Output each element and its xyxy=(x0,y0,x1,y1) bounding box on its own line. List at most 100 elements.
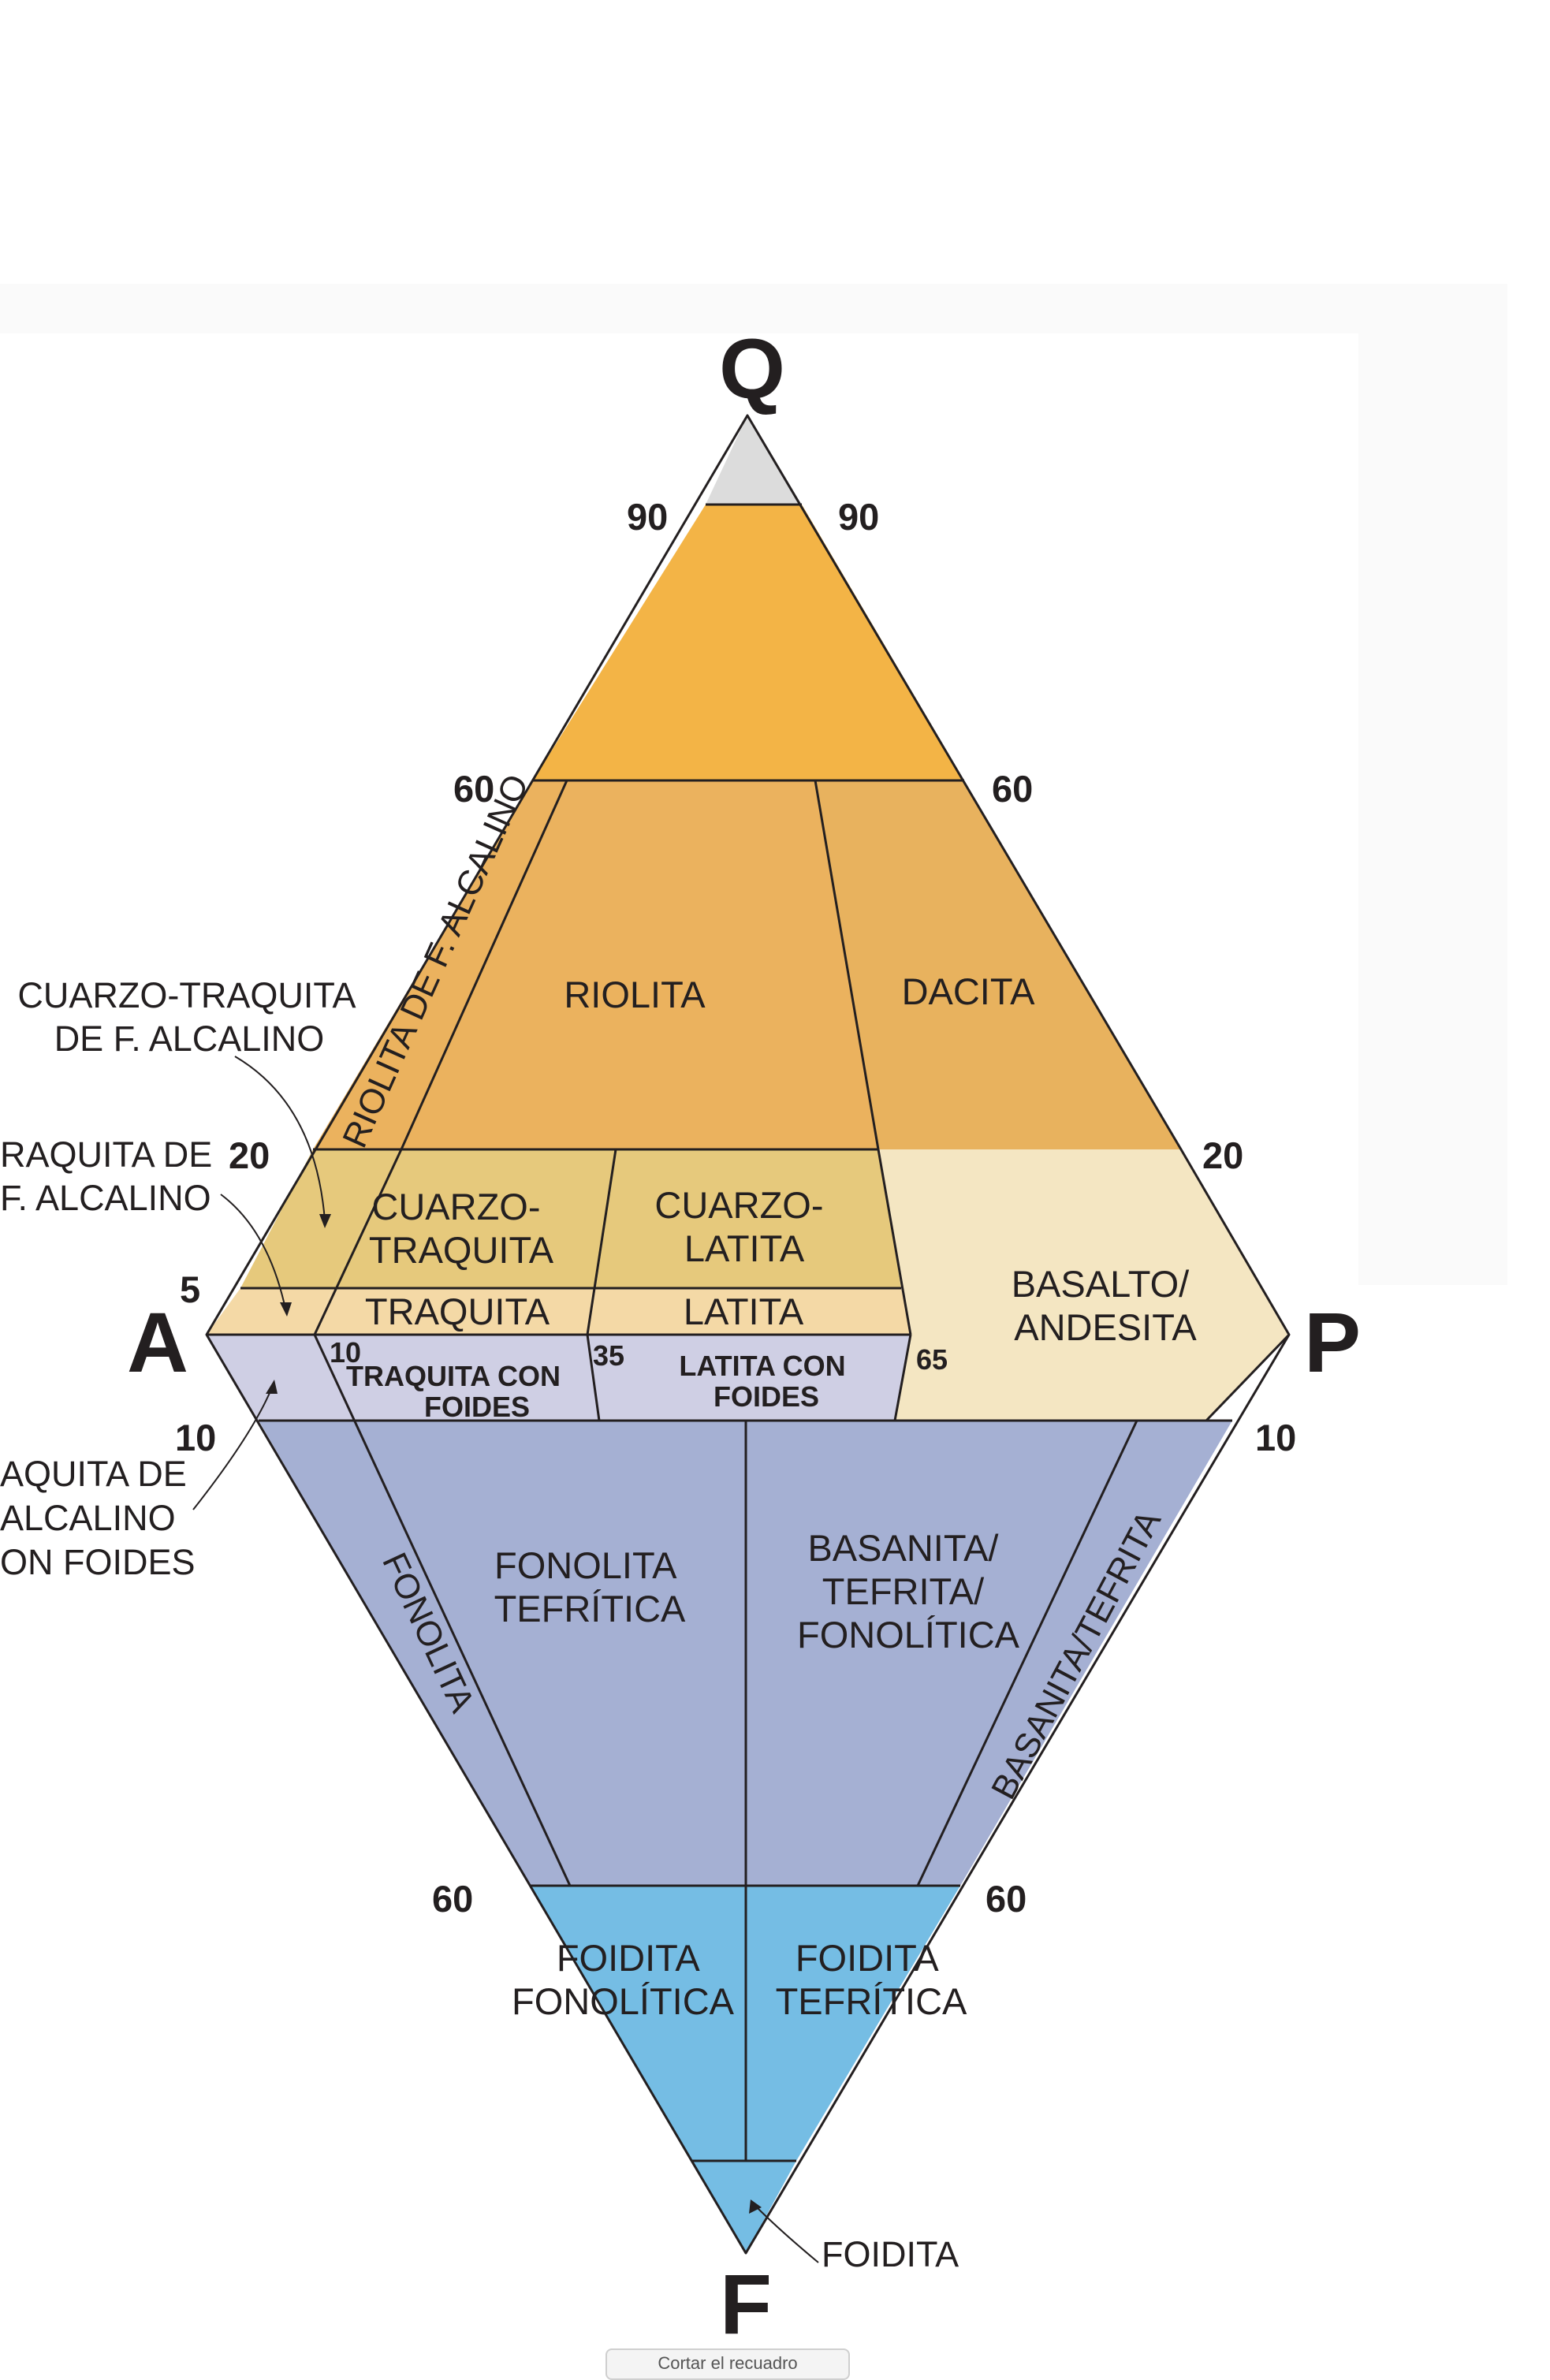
field-traquita xyxy=(315,1288,596,1335)
label-basanita-line3: FONOLÍTICA xyxy=(797,1614,1020,1656)
label-foidita-tefritica-line1: FOIDITA xyxy=(795,1937,940,1979)
callout-traquita-alcalino-foides-line2: ALCALINO xyxy=(0,1498,176,1538)
label-fonolita-tefritica-line2: TEFRÍTICA xyxy=(494,1588,686,1629)
boundary-lines xyxy=(205,414,1291,2255)
field-riolita-alcalino xyxy=(313,780,567,1149)
corner-a: A xyxy=(127,1294,188,1390)
tick-q60-right: 60 xyxy=(992,768,1033,810)
label-basalto-andesita-line1: BASALTO/ xyxy=(1012,1263,1190,1305)
label-foidita-tefritica: FOIDITA TEFRÍTICA xyxy=(776,1937,967,2022)
label-foidita-fonolitica: FOIDITA FONOLÍTICA xyxy=(512,1937,735,2022)
callout-arrowheads xyxy=(266,1214,762,2214)
label-traquita: TRAQUITA xyxy=(365,1291,550,1332)
callout-traquita-alcalino-line2: F. ALCALINO xyxy=(0,1178,211,1218)
field-basanita-tefrita xyxy=(918,1421,1232,1886)
crop-tab-button[interactable]: Cortar el recuadro xyxy=(605,2348,850,2380)
tick-ap65: 65 xyxy=(916,1343,948,1376)
arrowhead-foidita xyxy=(749,2199,762,2214)
callout-traquita-alcalino-foides-line3: ON FOIDES xyxy=(0,1542,196,1582)
field-polygons xyxy=(207,415,1289,2253)
field-fonolita xyxy=(259,1421,570,1886)
leader-traquita-alcalino xyxy=(220,1194,286,1309)
label-cuarzo-traquita-line1: CUARZO- xyxy=(371,1186,540,1227)
field-latita-con-foides xyxy=(587,1335,911,1421)
leader-traquita-alcalino-foides xyxy=(192,1387,273,1510)
tick-f10-right: 10 xyxy=(1255,1417,1296,1458)
label-traquita-con-foides-line1: TRAQUITA CON xyxy=(346,1360,561,1392)
tick-q90-left: 90 xyxy=(627,496,668,538)
label-riolita: RIOLITA xyxy=(564,974,706,1015)
corner-f: F xyxy=(720,2256,772,2352)
label-latita-con-foides-line2: FOIDES xyxy=(714,1380,819,1413)
field-traquita-alcalino-foides xyxy=(207,1335,353,1421)
corner-q: Q xyxy=(719,321,785,416)
field-foidita-tefritica xyxy=(746,1886,960,2161)
label-foidita-tefritica-line2: TEFRÍTICA xyxy=(776,1980,967,2022)
tick-f60-right: 60 xyxy=(986,1878,1027,1920)
field-foidita-fonolitica xyxy=(530,1886,746,2161)
callout-traquita-alcalino: RAQUITA DE F. ALCALINO xyxy=(0,1134,222,1218)
callout-traquita-alcalino-foides: AQUITA DE ALCALINO ON FOIDES xyxy=(0,1454,196,1582)
line-basanita-tefrita xyxy=(916,1420,1138,1886)
label-cuarzo-latita: CUARZO- LATITA xyxy=(654,1184,833,1269)
field-cuarzo-traquita xyxy=(332,1149,616,1288)
tick-f60-left: 60 xyxy=(432,1878,473,1920)
field-quartzolite xyxy=(706,415,802,505)
label-basanita-tefrita-fonolitica: BASANITA/ TEFRITA/ FONOLÍTICA xyxy=(797,1527,1020,1656)
label-foidita-fonolitica-line2: FONOLÍTICA xyxy=(512,1980,735,2022)
field-dacita xyxy=(815,780,1181,1149)
field-basanita-tefrita-fonolitica xyxy=(746,1421,1137,1886)
callout-cuarzo-traquita-alcalino: CUARZO-TRAQUITA DE F. ALCALINO xyxy=(17,975,363,1059)
field-traquita-alcalino xyxy=(207,1288,332,1335)
label-latita-con-foides-line1: LATITA CON xyxy=(679,1350,845,1382)
label-cuarzo-latita-line2: LATITA xyxy=(684,1227,805,1269)
callout-leaders xyxy=(192,1056,819,2263)
field-cuarzo-traquita-alcalino xyxy=(240,1149,401,1288)
line-cq-traquita-latita xyxy=(586,1149,617,1335)
line-foides-10 xyxy=(313,1334,572,1886)
callout-traquita-alcalino-foides-line1: AQUITA DE xyxy=(0,1454,187,1494)
field-traquita-con-foides xyxy=(315,1335,599,1421)
label-cuarzo-traquita-line2: TRAQUITA xyxy=(369,1229,554,1271)
tick-q20-left: 20 xyxy=(229,1134,270,1176)
leader-cuarzo-traquita-alcalino xyxy=(234,1056,326,1221)
label-fonolita-tefritica: FONOLITA TEFRÍTICA xyxy=(494,1544,686,1629)
tick-q60-left: 60 xyxy=(453,768,494,810)
line-cq-traquita-alcalino xyxy=(313,1149,403,1335)
field-basalto-andesita xyxy=(878,1149,1289,1421)
field-cuarzo-latita xyxy=(596,1149,901,1288)
label-foidita-fonolitica-line1: FOIDITA xyxy=(557,1937,701,1979)
callout-cuarzo-traquita-alcalino-line1: CUARZO-TRAQUITA xyxy=(17,975,356,1015)
line-riolita-alcalino xyxy=(400,780,568,1150)
label-latita-con-foides: LATITA CON FOIDES xyxy=(679,1350,853,1413)
label-cuarzo-latita-line1: CUARZO- xyxy=(654,1184,823,1226)
field-latita xyxy=(587,1288,911,1335)
tick-ap35: 35 xyxy=(593,1339,624,1372)
label-basanita-line2: TEFRITA/ xyxy=(822,1570,985,1612)
field-fonolita-tefritica xyxy=(353,1421,746,1886)
tick-ap10: 10 xyxy=(330,1336,361,1369)
line-basalto-notch xyxy=(1205,1333,1291,1422)
field-q90-60 xyxy=(533,505,964,780)
arrowhead-traquita-alcalino-foides xyxy=(266,1380,278,1394)
tick-f10-left: 10 xyxy=(175,1417,216,1458)
label-latita: LATITA xyxy=(684,1291,804,1332)
callout-foidita: FOIDITA xyxy=(822,2234,959,2274)
tick-q5-left: 5 xyxy=(180,1268,200,1310)
label-cuarzo-traquita: CUARZO- TRAQUITA xyxy=(369,1186,554,1271)
label-basalto-andesita-line2: ANDESITA xyxy=(1014,1306,1197,1348)
label-traquita-con-foides: TRAQUITA CON FOIDES xyxy=(346,1360,568,1423)
label-basanita-line1: BASANITA/ xyxy=(807,1527,999,1569)
tick-q90-right: 90 xyxy=(838,496,879,538)
label-traquita-con-foides-line2: FOIDES xyxy=(424,1391,530,1423)
label-fonolita-tefritica-line1: FONOLITA xyxy=(494,1544,677,1586)
callout-cuarzo-traquita-alcalino-line2: DE F. ALCALINO xyxy=(54,1019,325,1059)
leader-foidita xyxy=(756,2207,819,2263)
callout-traquita-alcalino-line1: RAQUITA DE xyxy=(0,1134,212,1175)
field-foidita xyxy=(692,2161,796,2253)
arrowhead-cuarzo-traquita-alcalino xyxy=(319,1214,331,1228)
line-foides-35 xyxy=(586,1334,601,1421)
line-cuarzo-latita-right xyxy=(877,1149,912,1335)
label-dacita: DACITA xyxy=(902,970,1036,1012)
